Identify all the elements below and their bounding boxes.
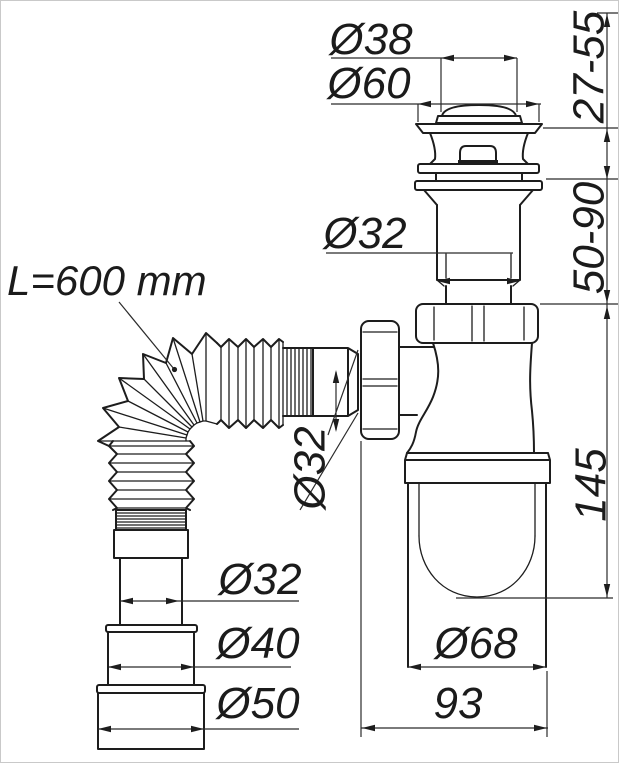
- hose-corrugation-ribs-v: [108, 445, 195, 509]
- side-nut-facets: [362, 331, 398, 430]
- overflow-window: [459, 145, 497, 165]
- dim-trap-width: 93: [360, 441, 548, 737]
- hose-bend-inner: [185, 420, 218, 442]
- inlet-tube: [398, 346, 435, 416]
- trap-cup: [407, 482, 547, 668]
- dim-flange-diameter: Ø60: [325, 59, 541, 122]
- mounting-washer-upper: [417, 163, 540, 174]
- neck-stub: [435, 172, 523, 182]
- label-outlet-d50: Ø50: [214, 679, 300, 728]
- dim-outlet-d32: Ø32: [120, 555, 302, 605]
- label-flange-diameter: Ø60: [325, 59, 411, 108]
- dim-cup-diameter: Ø68: [408, 619, 546, 671]
- popup-drain: [414, 104, 543, 306]
- outlet-flange-2: [96, 684, 206, 694]
- drain-neck-left: [429, 132, 437, 165]
- trap-wall-right: [529, 342, 535, 454]
- dim-outlet-d50: Ø50: [98, 679, 300, 733]
- outlet-smooth-collar: [113, 529, 189, 559]
- dim-inlet-diameter: Ø32: [286, 349, 359, 512]
- label-tailpiece-diameter: Ø32: [321, 209, 406, 258]
- label-cap-diameter: Ø38: [327, 15, 413, 64]
- drain-cap-dome: [441, 104, 517, 117]
- tailpiece-stub: [445, 285, 512, 306]
- hose-corrugation-top: [216, 338, 284, 348]
- cup-outer-wall: [407, 482, 547, 668]
- outlet-sleeve-d50: [97, 692, 205, 750]
- label-outlet-d40: Ø40: [214, 619, 300, 668]
- hose-bend-ribs: [97, 332, 207, 442]
- label-plug-height-range: 27-55: [565, 10, 614, 124]
- top-nut-body: [415, 303, 539, 344]
- hose-connector-pipe: [312, 347, 359, 417]
- hose-outlet-adapter: [96, 509, 206, 750]
- tailpiece-tube: [436, 204, 521, 281]
- tailpiece-bore: [445, 253, 512, 279]
- hose-corrugation-left: [108, 440, 118, 511]
- hose-corrugation-bottom: [216, 419, 284, 429]
- trap-body: [398, 342, 551, 484]
- outlet-sleeve-d40: [107, 631, 195, 686]
- dim-hose-length: L=600 mm: [7, 257, 207, 373]
- side-nut-body: [360, 320, 400, 440]
- hose-thread-lines-right: [286, 347, 312, 417]
- hose-corrugation-right: [185, 440, 195, 511]
- dim-outlet-d40: Ø40: [108, 619, 300, 671]
- label-trap-height: 145: [567, 448, 616, 522]
- hose-thread-collar-right: [282, 347, 314, 417]
- dimensions: Ø38 Ø60 Ø32 Ø32 L=600 mm: [7, 10, 618, 737]
- dim-vertical-chain: 27-55 50-90 145: [456, 10, 618, 599]
- outlet-flange-1: [105, 624, 198, 633]
- flexible-hose: [97, 332, 359, 511]
- trap-wall-left: [406, 342, 440, 454]
- label-inlet-diameter: Ø32: [286, 426, 335, 511]
- mounting-washer-lower: [414, 180, 543, 191]
- dim-cap-diameter: Ø38: [327, 15, 518, 112]
- top-nut-facets: [433, 305, 525, 342]
- hose-corrugation-ribs-h: [220, 338, 284, 429]
- outlet-tube-d32: [119, 557, 183, 626]
- outlet-thread-lines: [115, 512, 187, 529]
- trap-top-nut: [415, 303, 539, 344]
- drain-flange: [415, 123, 543, 134]
- label-outlet-d32: Ø32: [216, 555, 301, 604]
- label-trap-width: 93: [434, 679, 483, 728]
- cup-inner-bottom: [418, 535, 536, 598]
- drain-cap-plate: [435, 115, 523, 124]
- hose-bend-outer: [97, 332, 218, 447]
- label-tailpiece-length-range: 50-90: [565, 181, 614, 294]
- dim-tailpiece-diameter: Ø32: [321, 209, 520, 285]
- label-hose-length: L=600 mm: [7, 257, 207, 304]
- tailpiece-cone: [423, 189, 534, 206]
- side-nut: [360, 320, 400, 440]
- trap-rim: [404, 452, 551, 484]
- drain-neck-right: [521, 132, 529, 165]
- label-cup-diameter: Ø68: [432, 619, 518, 668]
- cup-inner-wall: [418, 483, 536, 537]
